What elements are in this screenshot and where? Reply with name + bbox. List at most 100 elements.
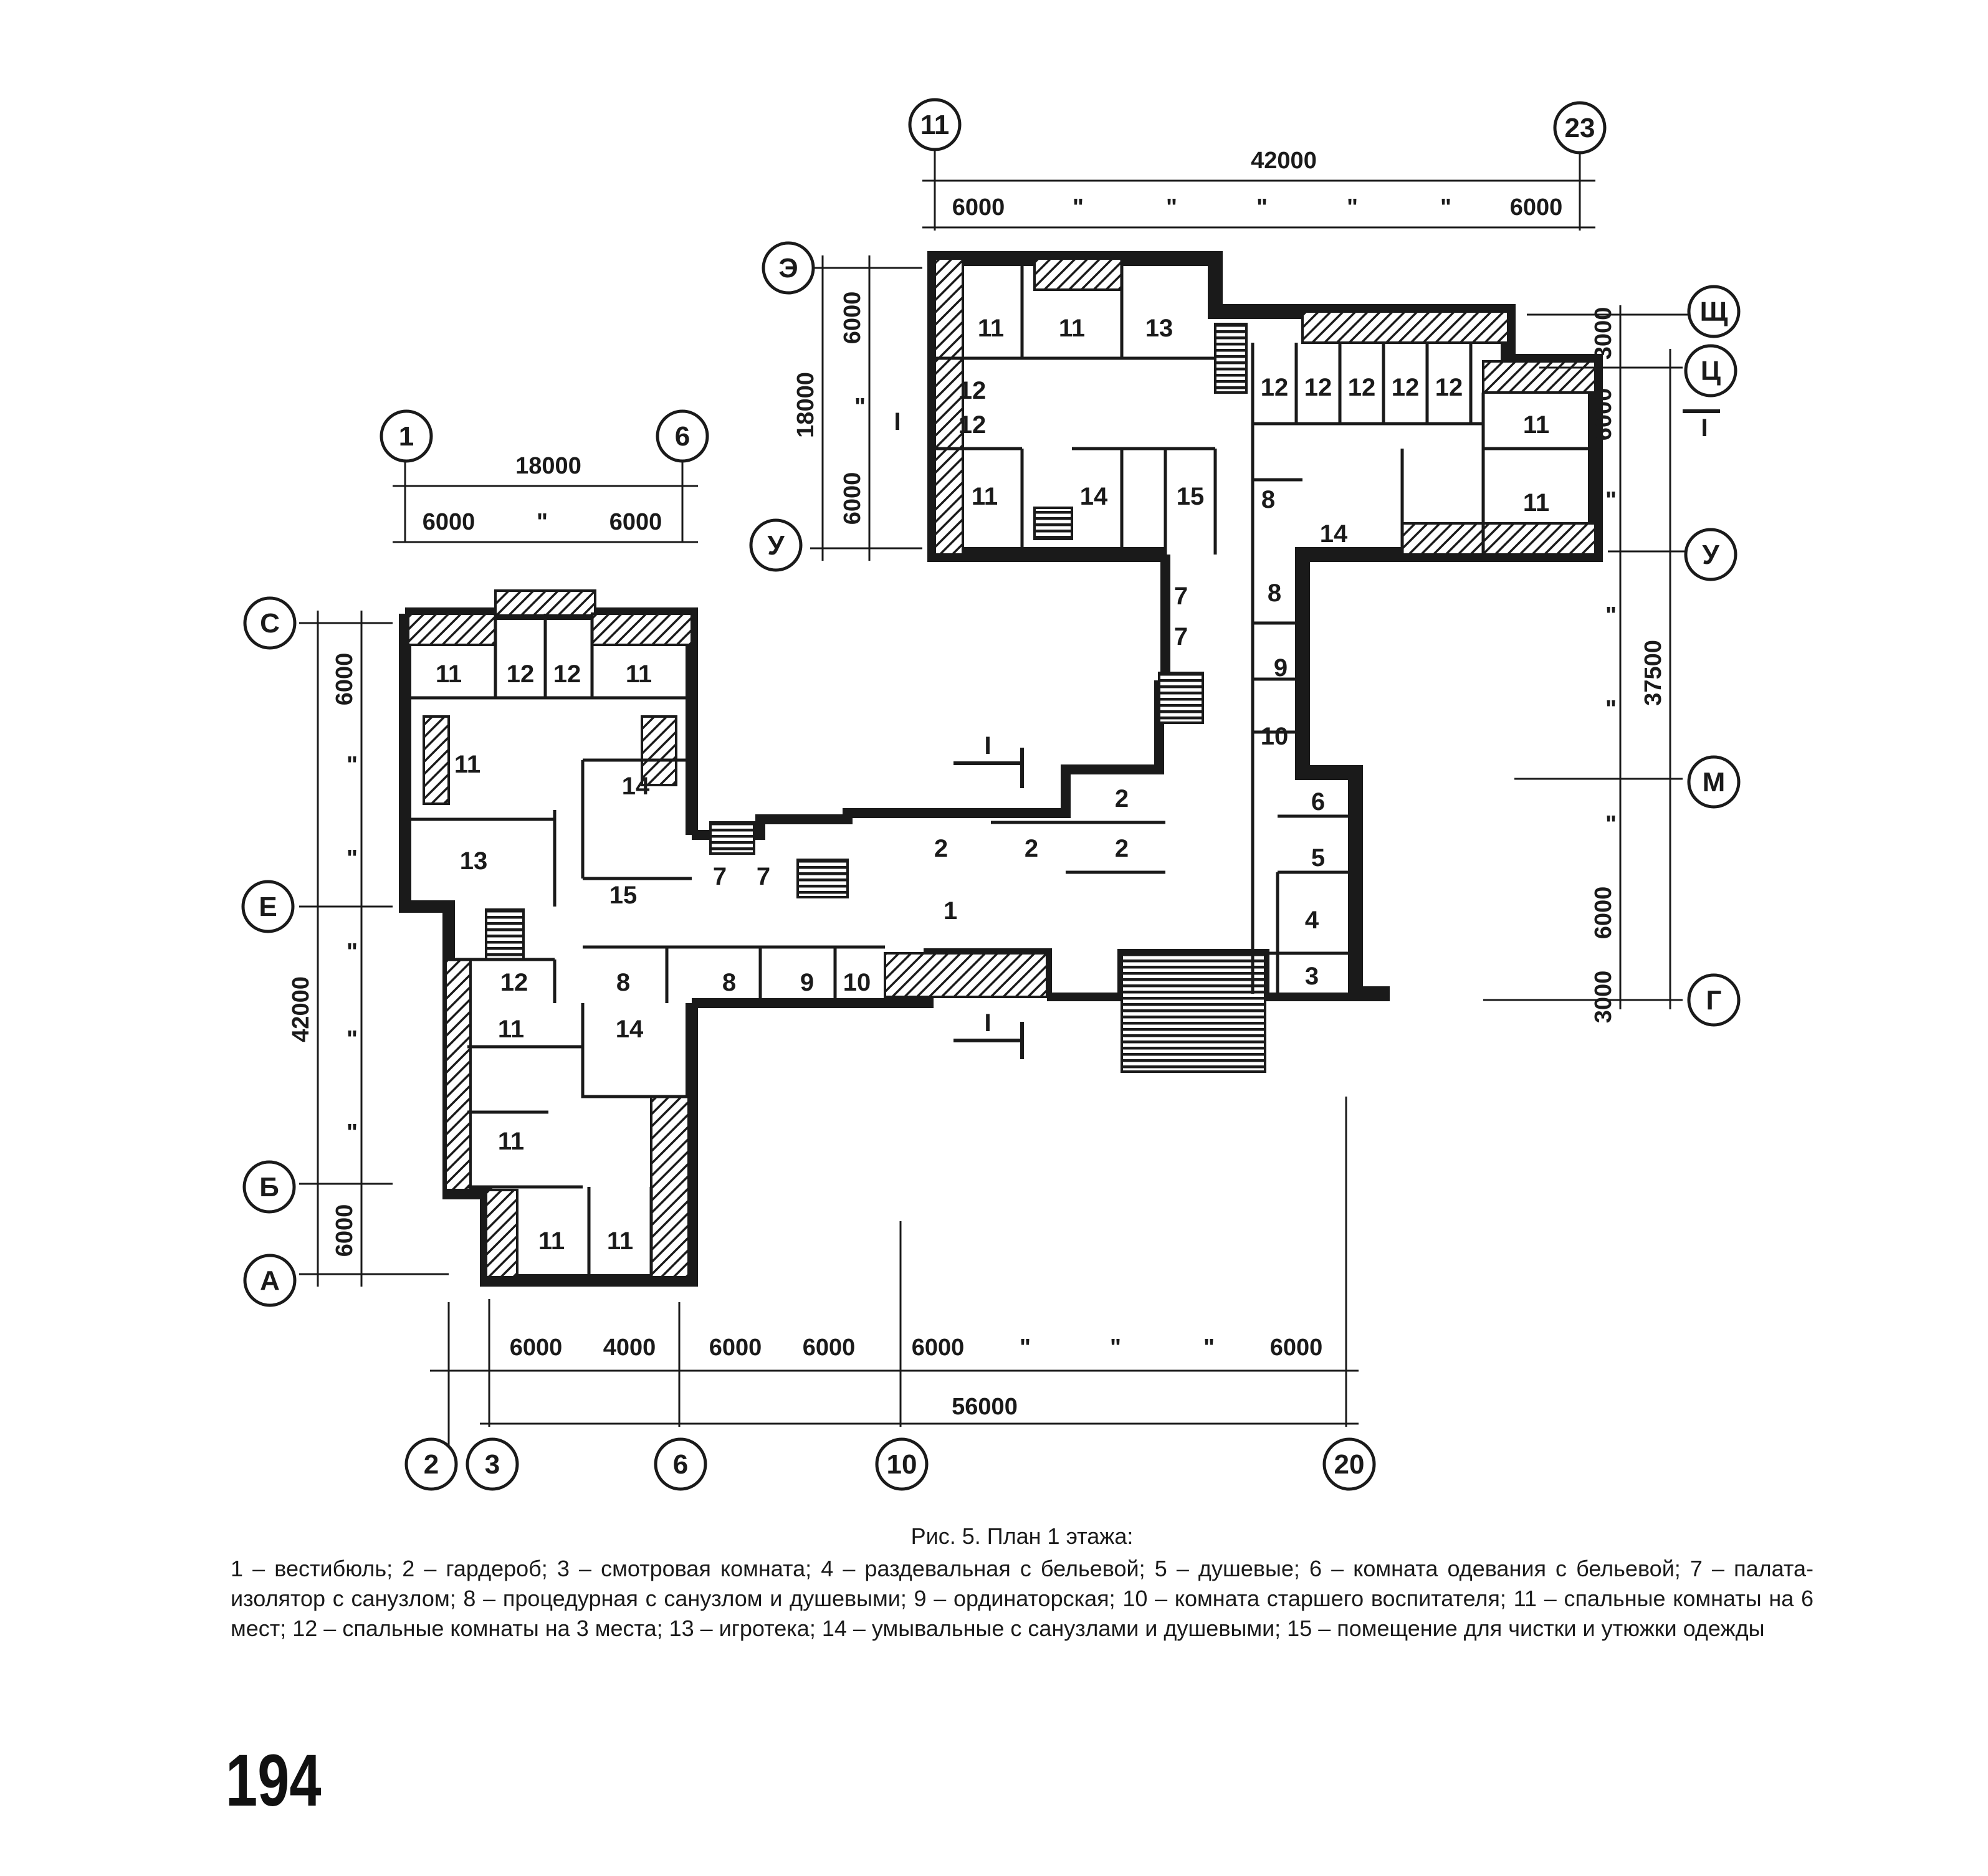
axis-label-m: М [1703, 767, 1726, 798]
wall-hatch [884, 952, 1048, 998]
wall-hatch [485, 1189, 519, 1278]
wall-hatch [934, 257, 964, 556]
stair-flight [1033, 507, 1073, 540]
axis-label-2: 2 [424, 1449, 439, 1480]
dim-right-6000-top: 6000 [1590, 388, 1617, 441]
dim-top-last: 6000 [1510, 194, 1563, 221]
room-label: 6 [1311, 788, 1325, 816]
room-label: 4 [1305, 907, 1319, 934]
room-label: 11 [626, 660, 652, 688]
stair-flight [709, 821, 755, 855]
figure-caption: Рис. 5. План 1 этажа: 1 – вестибюль; 2 –… [231, 1521, 1814, 1644]
room-label: 11 [978, 315, 1004, 342]
room-label: 12 [507, 660, 535, 688]
dim-top-first: 6000 [952, 194, 1005, 221]
dim-left-vertical-total: 42000 [288, 976, 314, 1042]
dim-ne-vertical-top: 6000 [839, 292, 866, 345]
dim-left-vertical-ditto: " [346, 845, 358, 872]
room-label: 15 [1177, 483, 1205, 510]
room-label: 10 [843, 969, 871, 996]
section-mark-label: I [1701, 414, 1708, 442]
axis-label-6-top: 6 [675, 421, 690, 452]
room-label: 11 [1523, 489, 1549, 517]
caption-legend: 1 – вестибюль; 2 – гардероб; 3 – смотров… [231, 1556, 1814, 1641]
dim-ne-vertical-total: 18000 [793, 372, 819, 438]
dim-right-ditto: " [1605, 487, 1617, 513]
dim-bottom-2: 4000 [603, 1335, 656, 1361]
axis-label-6-bottom: 6 [673, 1449, 688, 1480]
room-label: 12 [958, 377, 987, 404]
interior-partitions [405, 259, 1595, 1280]
dimension-labels: 42000 6000 " " " " " 6000 18000 6000 " 6… [288, 148, 1666, 1420]
dim-left-vertical-bottom: 6000 [332, 1204, 358, 1257]
dim-right-6000-bottom: 6000 [1590, 887, 1617, 940]
section-mark-label: I [984, 1009, 991, 1037]
dim-left-vertical-top: 6000 [332, 653, 358, 706]
room-label: 14 [1320, 520, 1348, 548]
room-label: 12 [500, 969, 528, 996]
room-label: 2 [1115, 785, 1129, 812]
room-label: 11 [498, 1016, 524, 1043]
wall-hatch [1482, 360, 1597, 394]
room-label: 8 [616, 969, 630, 996]
hatched-wall-segments [407, 257, 1597, 1278]
dim-bottom-5: 6000 [912, 1335, 965, 1361]
stair-flight [1121, 952, 1266, 1073]
room-label: 14 [616, 1016, 644, 1043]
room-label: 11 [454, 751, 480, 778]
dim-bottom-3: 6000 [709, 1335, 762, 1361]
room-label: 2 [934, 835, 948, 862]
dim-top-ditto: " [1073, 194, 1084, 221]
dim-bottom-1: 6000 [510, 1335, 563, 1361]
stair-flight [796, 859, 849, 898]
room-label: 3 [1305, 963, 1319, 990]
room-label: 7 [757, 863, 770, 890]
dim-right-ditto: " [1605, 602, 1617, 629]
stair-flight [1158, 672, 1204, 724]
stairs [485, 323, 1266, 1073]
room-label: 12 [1348, 374, 1376, 401]
dim-top-total: 42000 [1251, 148, 1317, 174]
axis-label-11: 11 [920, 110, 950, 140]
section-marks [953, 409, 1720, 1059]
room-label: 10 [1261, 723, 1289, 750]
dim-bottom-total: 56000 [952, 1394, 1018, 1420]
axis-label-20: 20 [1334, 1449, 1365, 1480]
room-label: 11 [972, 483, 998, 510]
room-label: 11 [498, 1128, 524, 1155]
room-labels: 11 12 12 11 11 14 13 15 7 7 12 8 8 9 10 … [436, 315, 1549, 1255]
dim-left-vertical-ditto: " [346, 752, 358, 778]
room-label: 12 [1261, 374, 1289, 401]
axis-label-e-top: Э [778, 253, 798, 283]
axis-label-e: Е [259, 892, 277, 922]
dim-bottom-ditto: " [1203, 1335, 1215, 1361]
section-mark-label: I [894, 408, 901, 436]
dim-ne-vertical-bottom: 6000 [839, 472, 866, 525]
wall-hatch [407, 612, 497, 646]
dimension-lines [317, 179, 1671, 1425]
dim-right-3000-bottom: 3000 [1590, 971, 1617, 1024]
axis-label-23: 23 [1565, 113, 1595, 143]
axis-label-a: А [260, 1265, 280, 1296]
dim-top-ditto: " [1440, 194, 1451, 221]
room-label: 7 [1174, 583, 1188, 610]
room-label: 12 [1304, 374, 1332, 401]
dim-top-ditto: " [1347, 194, 1358, 221]
axis-label-10: 10 [887, 1449, 917, 1480]
room-label: 9 [1274, 654, 1288, 682]
room-label: 14 [1080, 483, 1108, 510]
dim-top-ditto: " [1256, 194, 1268, 221]
room-label: 13 [460, 847, 488, 875]
wall-hatch [423, 715, 450, 805]
page-number: 194 [226, 1740, 322, 1822]
axis-lines [299, 150, 1701, 1445]
axis-label-ts: Ц [1701, 356, 1721, 386]
dim-right-vertical-total: 37500 [1640, 640, 1666, 706]
dim-left-ditto: " [537, 509, 548, 535]
room-label: 8 [1268, 579, 1281, 607]
axis-bubbles [241, 98, 1741, 1491]
room-label: 5 [1311, 844, 1325, 872]
axis-label-3: 3 [485, 1449, 500, 1480]
room-label: 11 [538, 1227, 565, 1255]
dim-right-3000-top: 3000 [1590, 307, 1617, 360]
